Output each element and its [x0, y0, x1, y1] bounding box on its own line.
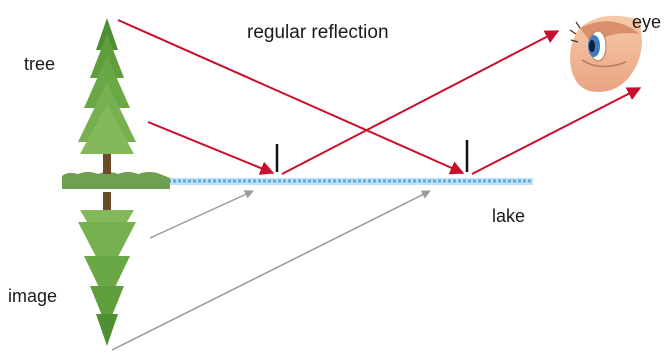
reflected-ray-2: [472, 88, 640, 174]
tree-image-icon: [78, 192, 136, 346]
incident-ray-1: [148, 122, 273, 173]
reflected-ray-1: [282, 31, 558, 174]
lake-label: lake: [492, 206, 525, 226]
virtual-ray-1: [150, 191, 253, 238]
tree-label: tree: [24, 54, 55, 74]
virtual-ray-2: [112, 191, 430, 350]
grass-bank: [62, 172, 170, 189]
eye-label: eye: [632, 12, 661, 32]
tree-icon: [78, 18, 136, 174]
diagram-title: regular reflection: [247, 22, 389, 43]
lake-surface: [168, 178, 533, 185]
image-label: image: [8, 286, 57, 306]
